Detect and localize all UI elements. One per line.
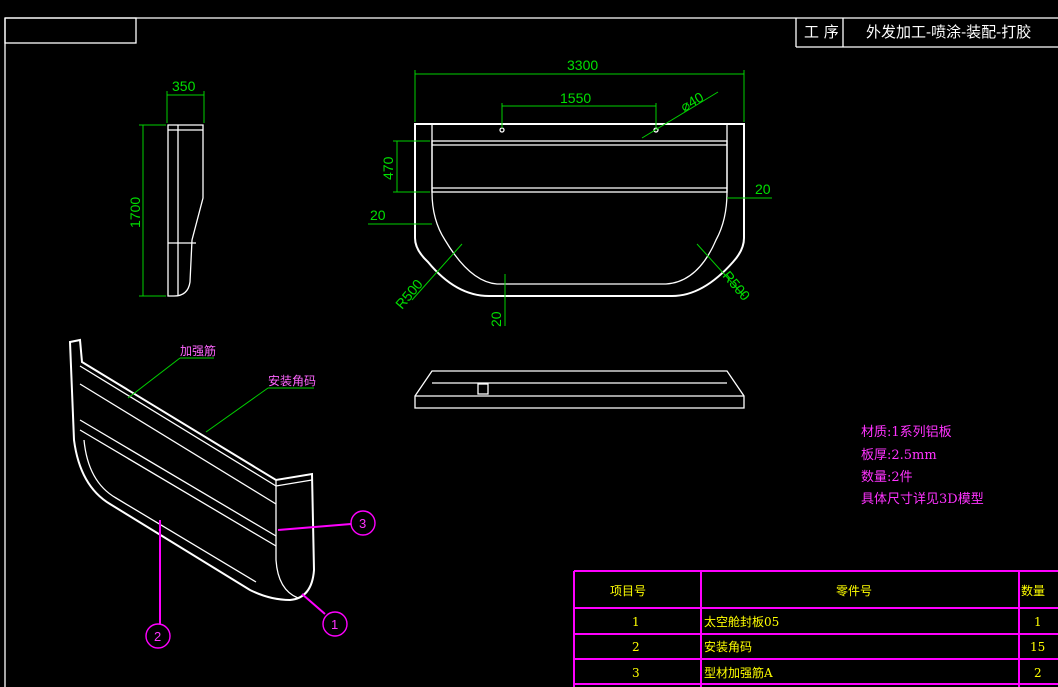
drawing-frame <box>4 17 1058 687</box>
balloon-3: 3 <box>277 510 376 536</box>
dim-edge-bottom: 20 <box>488 311 504 327</box>
bom-row-3-part: 型材加强筋A <box>704 665 773 680</box>
title-block: 工 序 外发加工-喷涂-装配-打胶 <box>795 18 1058 48</box>
bom-header-qty: 数量 <box>1021 583 1045 598</box>
bom-row-2-part: 安装角码 <box>704 639 752 654</box>
bom-row-1-part: 太空舱封板05 <box>704 614 779 629</box>
balloon-2: 2 <box>145 520 171 649</box>
front-view: 3300 1550 ⌀40 470 20 20 20 R500 R500 <box>368 57 772 327</box>
dim-edge-left: 20 <box>370 207 386 223</box>
note-model: 具体尺寸详见3D模型 <box>861 492 984 507</box>
side-view: 350 1700 <box>127 78 205 297</box>
dim-radius-left: R500 <box>392 276 426 312</box>
balloon-1: 1 <box>301 593 348 637</box>
corner-label: 安装角码 <box>268 373 316 388</box>
dim-side-width: 350 <box>172 78 196 94</box>
bom-row-1-qty: 1 <box>1034 615 1042 629</box>
bom-row-2-item: 2 <box>632 640 640 654</box>
balloon-2-text: 2 <box>154 629 161 644</box>
dim-side-height: 1700 <box>127 197 143 228</box>
rib-label: 加强筋 <box>180 343 216 358</box>
balloon-3-text: 3 <box>359 516 366 531</box>
dim-edge-right: 20 <box>755 181 771 197</box>
callout-corner: 安装角码 <box>205 373 316 433</box>
top-view <box>414 370 745 409</box>
note-quantity: 数量:2件 <box>861 470 913 485</box>
dim-band-height: 470 <box>380 156 396 180</box>
notes-block: 材质:1系列铝板 板厚:2.5mm 数量:2件 具体尺寸详见3D模型 <box>861 425 984 507</box>
dim-radius-right: R500 <box>720 268 754 304</box>
bom-row-1-item: 1 <box>632 615 640 629</box>
dim-hole-spacing: 1550 <box>560 90 591 106</box>
bom-header-part: 零件号 <box>836 584 872 598</box>
corner-box <box>4 17 137 44</box>
note-material: 材质:1系列铝板 <box>861 425 952 440</box>
bom-header-item: 项目号 <box>610 584 646 598</box>
balloon-1-text: 1 <box>331 617 338 632</box>
note-thickness: 板厚:2.5mm <box>861 448 937 463</box>
bom-row-2-qty: 15 <box>1030 640 1045 654</box>
process-label: 工 序 <box>804 23 839 41</box>
process-value: 外发加工-喷涂-装配-打胶 <box>866 23 1031 41</box>
bom-row-3-item: 3 <box>632 666 640 680</box>
callout-rib: 加强筋 <box>127 343 216 399</box>
dim-front-width: 3300 <box>567 57 598 73</box>
dim-hole-diameter: ⌀40 <box>678 89 707 115</box>
isometric-view <box>68 338 316 602</box>
bom-table: 项目号 零件号 数量 1 太空舱封板05 1 2 安装角码 15 3 型材加强筋… <box>573 570 1058 687</box>
front-band <box>431 140 728 193</box>
bom-row-3-qty: 2 <box>1034 666 1042 680</box>
